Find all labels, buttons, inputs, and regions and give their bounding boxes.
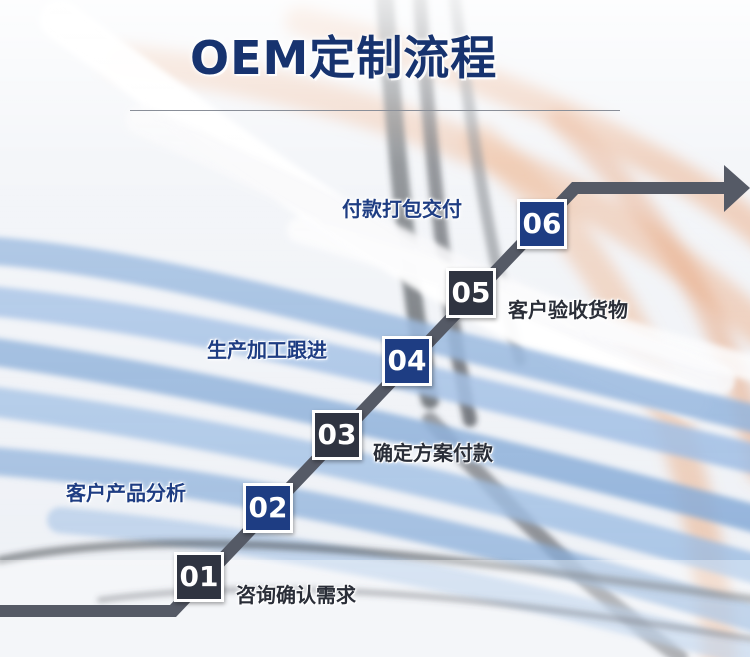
page-title: OEM定制流程 <box>190 31 498 85</box>
step-02-number: 02 <box>248 491 288 524</box>
step-03-number-box: 03 <box>312 410 362 460</box>
title-divider <box>130 110 620 111</box>
flow-arrow-icon <box>724 165 750 212</box>
step-05-number-box: 05 <box>446 268 496 318</box>
step-06-label: 付款打包交付 <box>342 197 462 221</box>
step-06-number: 06 <box>522 207 562 240</box>
step-04-number-box: 04 <box>382 336 432 386</box>
step-04-number: 04 <box>387 344 427 377</box>
step-01-number-box: 01 <box>174 552 224 602</box>
step-01-label: 咨询确认需求 <box>236 583 356 607</box>
step-02-label: 客户产品分析 <box>66 481 186 505</box>
step-03-number: 03 <box>317 418 357 451</box>
step-05-label: 客户验收货物 <box>508 298 628 322</box>
step-03-label: 确定方案付款 <box>373 441 493 465</box>
step-04-label: 生产加工跟进 <box>207 338 327 362</box>
step-01-number: 01 <box>179 560 219 593</box>
flow-path-shape <box>0 182 725 617</box>
step-05-number: 05 <box>451 276 491 309</box>
step-06-number-box: 06 <box>517 199 567 249</box>
step-02-number-box: 02 <box>243 483 293 533</box>
